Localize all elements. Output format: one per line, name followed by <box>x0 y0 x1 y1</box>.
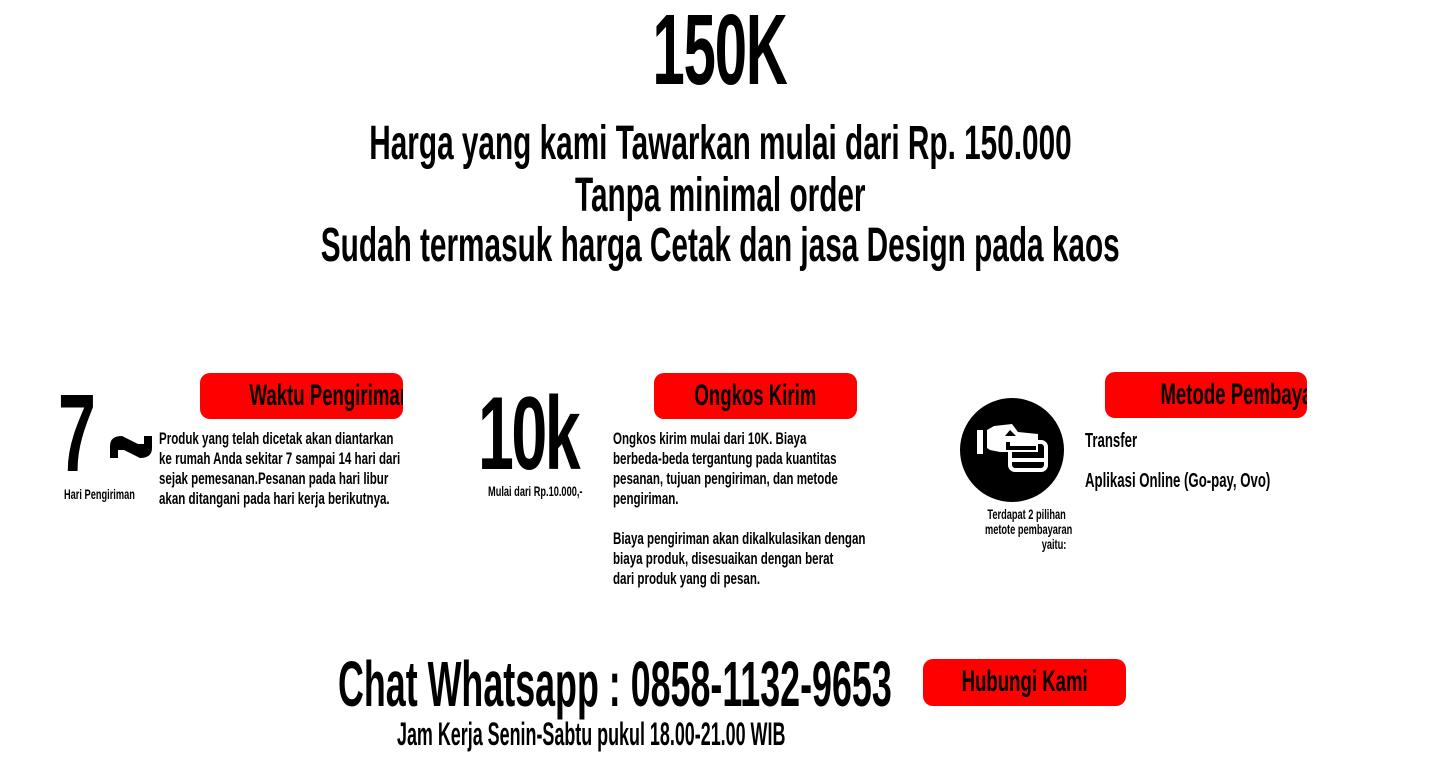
desc-line: berbeda-beda tergantung pada kuantitas <box>613 449 837 468</box>
hero-line-3-text: Sudah termasuk harga Cetak dan jasa Desi… <box>320 219 1120 272</box>
tilde-icon <box>110 436 152 458</box>
hero-line-3: Sudah termasuk harga Cetak dan jasa Desi… <box>0 220 1440 272</box>
hero-line-2: Tanpa minimal order <box>0 170 1440 222</box>
ongkos-kirim-label: Ongkos Kirim <box>694 379 817 412</box>
shipping-cost-description: Ongkos kirim mulai dari 10K. Biaya berbe… <box>613 429 984 589</box>
shipping-days-number: 7 <box>58 372 119 495</box>
desc-line: pengiriman. <box>613 489 679 508</box>
payment-option-transfer: Transfer <box>1085 430 1164 453</box>
payment-caption-line: yaitu: <box>1041 536 1066 552</box>
hubungi-kami-button[interactable]: Hubungi Kami <box>923 659 1126 706</box>
hero-line-1-text: Harga yang kami Tawarkan mulai dari Rp. … <box>368 117 1072 170</box>
payment-caption-line: Terdapat 2 pilihan <box>987 506 1066 522</box>
desc-line: dari produk yang di pesan. <box>613 569 761 588</box>
metode-pembayaran-label: Metode Pembayaran <box>1160 378 1307 411</box>
shipping-cost-caption-text: Mulai dari Rp.10.000,- <box>488 483 583 499</box>
payment-caption-line: metote pembayaran <box>984 521 1073 537</box>
working-hours: Jam Kerja Senin-Sabtu pukul 18.00-21.00 … <box>397 716 1091 752</box>
desc-line: Ongkos kirim mulai dari 10K. Biaya <box>613 429 807 448</box>
hero-line-1: Harga yang kami Tawarkan mulai dari Rp. … <box>0 118 1440 170</box>
waktu-pengiriman-label: Waktu Pengiriman <box>249 379 403 412</box>
shipping-days-caption-text: Hari Pengiriman <box>64 486 135 502</box>
hand-card-payment-icon <box>960 398 1064 502</box>
desc-line: pesanan, tujuan pengiriman, dan metode <box>613 469 838 488</box>
shipping-cost-caption: Mulai dari Rp.10.000,- <box>488 483 631 499</box>
desc-line: ke rumah Anda sekitar 7 sampai 14 hari d… <box>159 449 401 468</box>
hero-price-text: 150K <box>652 0 788 106</box>
metode-pembayaran-button[interactable]: Metode Pembayaran <box>1105 372 1307 418</box>
waktu-pengiriman-button[interactable]: Waktu Pengiriman <box>200 373 403 419</box>
hero-price: 150K <box>0 0 1440 100</box>
payment-option-text: Aplikasi Online (Go-pay, Ovo) <box>1085 470 1271 492</box>
hubungi-kami-label: Hubungi Kami <box>961 665 1088 698</box>
payment-option-text: Transfer <box>1085 430 1138 452</box>
desc-line: Produk yang telah dicetak akan diantarka… <box>159 429 394 448</box>
payment-caption: Terdapat 2 pilihan metote pembayaran yai… <box>940 506 1072 552</box>
desc-line: sejak pemesanan.Pesanan pada hari libur <box>159 469 389 488</box>
shipping-days-number-text: 7 <box>58 372 96 495</box>
working-hours-text: Jam Kerja Senin-Sabtu pukul 18.00-21.00 … <box>397 716 786 752</box>
whatsapp-contact-text: Chat Whatsapp : 0858-1132-9653 <box>338 648 892 720</box>
desc-line: biaya produk, disesuaikan dengan berat <box>613 549 834 568</box>
ongkos-kirim-button[interactable]: Ongkos Kirim <box>654 373 857 419</box>
hero-line-2-text: Tanpa minimal order <box>574 169 866 222</box>
shipping-days-caption: Hari Pengiriman <box>64 486 171 502</box>
whatsapp-contact: Chat Whatsapp : 0858-1132-9653 <box>338 652 1327 716</box>
payment-option-online: Aplikasi Online (Go-pay, Ovo) <box>1085 470 1366 493</box>
desc-line: Biaya pengiriman akan dikalkulasikan den… <box>613 529 866 548</box>
shipping-cost-number: 10k <box>478 376 640 492</box>
shipping-time-description: Produk yang telah dicetak akan diantarka… <box>159 429 514 509</box>
desc-line: akan ditangani pada hari kerja berikutny… <box>159 489 390 508</box>
shipping-cost-number-text: 10k <box>478 376 581 492</box>
payment-icon-svg <box>977 424 1048 472</box>
